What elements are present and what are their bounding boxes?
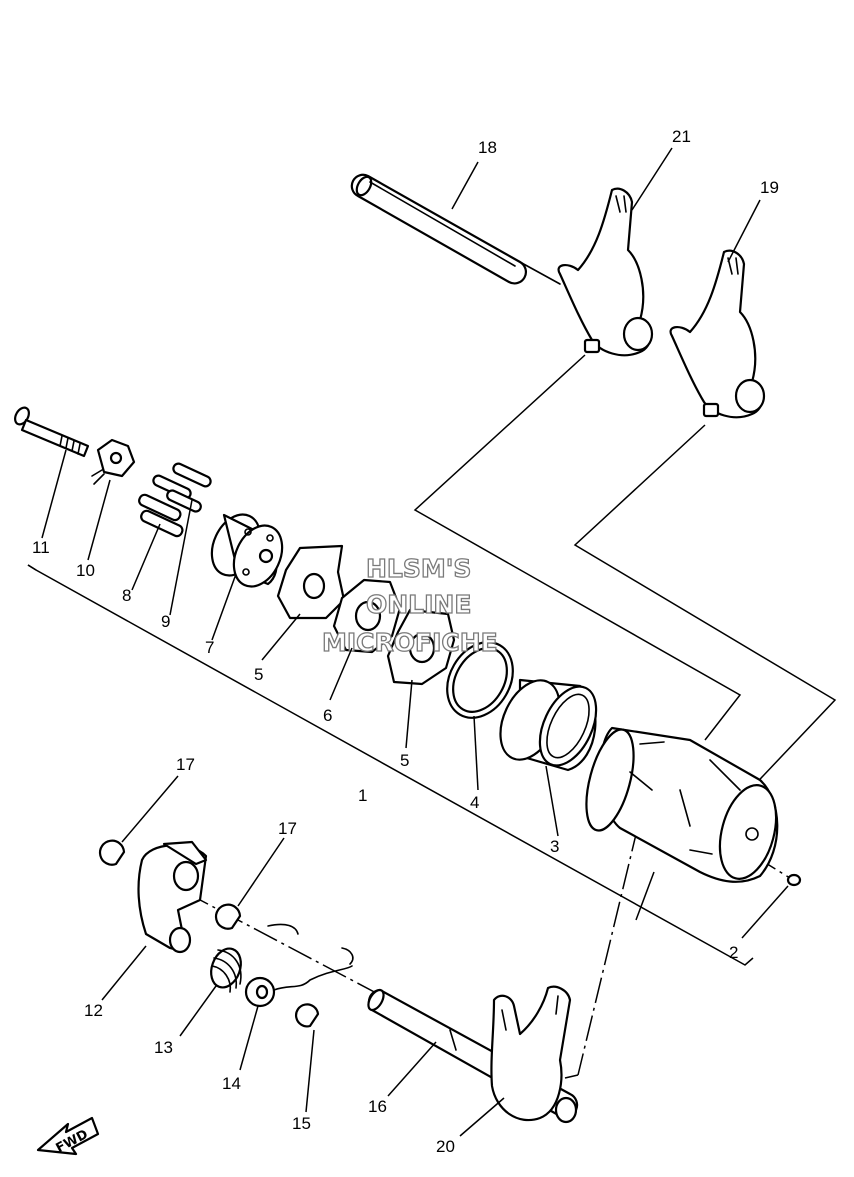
- shift-fork-21: [557, 187, 654, 357]
- pins-8: [138, 493, 184, 538]
- assembly-bracket: [27, 564, 754, 966]
- callout-17-right: 17: [278, 819, 297, 838]
- circlip-17-left: [98, 839, 126, 866]
- callout-labels: 18 21 19 11 10 8 9 7 5 6 5 1 4 3 2 17 17…: [32, 127, 779, 1156]
- bearing-3: [499, 678, 598, 772]
- shift-rod-18: [350, 173, 561, 285]
- plate-5-lower: [386, 608, 456, 686]
- star-cam-6: [332, 578, 402, 654]
- pin-holder-7: [210, 513, 284, 588]
- callout-18: 18: [478, 138, 497, 157]
- callout-21: 21: [672, 127, 691, 146]
- callout-4: 4: [470, 793, 479, 812]
- callout-8: 8: [122, 586, 131, 605]
- callout-3: 3: [550, 837, 559, 856]
- callout-10: 10: [76, 561, 95, 580]
- callout-2: 2: [729, 943, 738, 962]
- shift-fork-20: [490, 985, 578, 1124]
- washer-14: [244, 923, 354, 1008]
- callout-15: 15: [292, 1114, 311, 1133]
- callout-5-lower: 5: [400, 751, 409, 770]
- bolt-11: [14, 406, 90, 458]
- shift-fork-19: [669, 249, 766, 419]
- callout-1: 1: [358, 786, 367, 805]
- watermark-line-2: ONLINE: [366, 590, 471, 619]
- callout-12: 12: [84, 1001, 103, 1020]
- callout-17-left: 17: [176, 755, 195, 774]
- callout-6: 6: [323, 706, 332, 725]
- shift-lever-12: [137, 840, 208, 954]
- callout-20: 20: [436, 1137, 455, 1156]
- leader-lines: [41, 147, 789, 1137]
- watermark-line-1: HLSM'S: [366, 554, 471, 583]
- stopper-lever-10: [91, 438, 136, 485]
- shift-drum-1: [585, 726, 779, 883]
- callout-11: 11: [32, 538, 50, 557]
- circlip-4: [446, 641, 514, 719]
- watermark-line-3: MICROFICHE: [322, 628, 498, 657]
- circlip-15: [295, 1003, 320, 1028]
- pins-9: [152, 462, 212, 513]
- circlip-17-right: [214, 903, 242, 930]
- callout-16: 16: [368, 1097, 387, 1116]
- watermark: HLSM'S ONLINE MICROFICHE: [321, 553, 498, 657]
- callout-19: 19: [760, 178, 779, 197]
- spring-13: [210, 947, 242, 993]
- fwd-arrow-icon: FWD: [36, 1116, 100, 1156]
- plate-5-upper: [276, 544, 346, 620]
- pin-2: [786, 873, 802, 887]
- callout-7: 7: [205, 638, 214, 657]
- callout-14: 14: [222, 1074, 241, 1093]
- callout-13: 13: [154, 1038, 173, 1057]
- callout-9: 9: [161, 612, 170, 631]
- callout-5-upper: 5: [254, 665, 263, 684]
